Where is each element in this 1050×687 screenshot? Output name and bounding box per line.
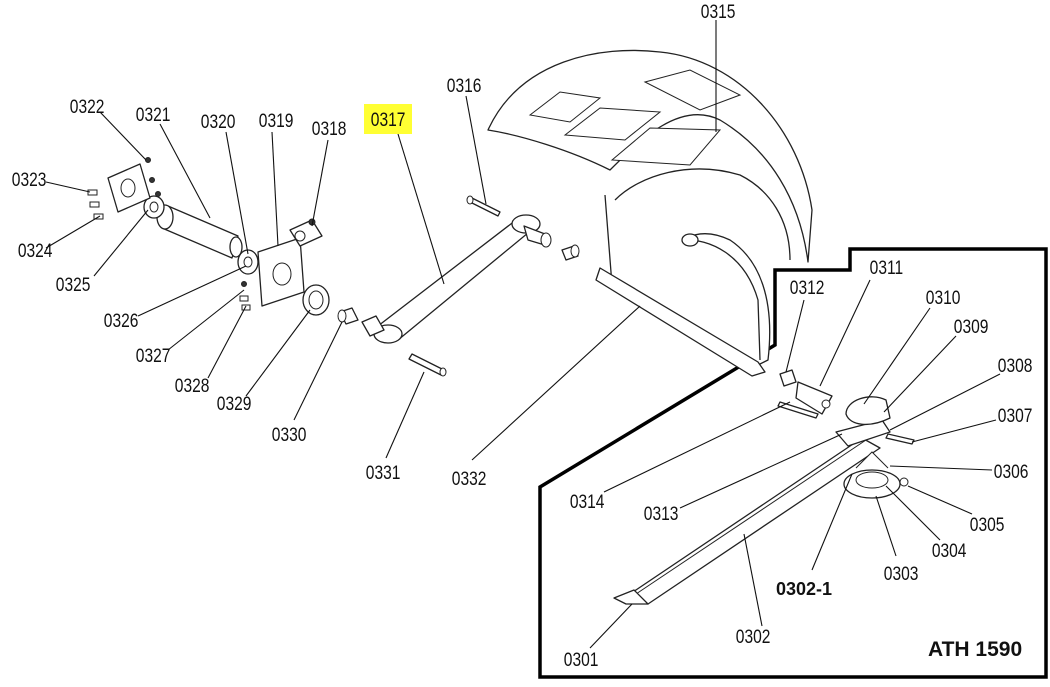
callout-0310: 0310	[926, 287, 961, 309]
callout-0327: 0327	[136, 345, 171, 367]
hood-guard-0315	[487, 49, 813, 377]
pin-0316	[466, 195, 501, 217]
callout-0312: 0312	[790, 277, 825, 299]
callout-0317: 0317	[371, 109, 406, 131]
callout-0331: 0331	[366, 462, 401, 484]
callout-0321: 0321	[136, 104, 171, 126]
callout-0302: 0302	[736, 626, 771, 648]
pin-0313	[777, 401, 819, 419]
callout-0324: 0324	[18, 240, 53, 262]
cylinder-0321	[156, 204, 243, 259]
callout-0314: 0314	[570, 491, 605, 513]
callout-0302-1: 0302-1	[776, 579, 832, 599]
leader-lines	[45, 20, 1001, 649]
bushing-upper	[561, 244, 580, 261]
bracket-plate-0319	[257, 237, 305, 307]
pad-0303	[843, 451, 901, 499]
callout-0330: 0330	[272, 424, 307, 446]
seal-0329	[302, 284, 330, 316]
callout-0332: 0332	[452, 468, 487, 490]
callout-0322: 0322	[70, 96, 105, 118]
callout-0311: 0311	[870, 257, 903, 279]
callout-0329: 0329	[217, 393, 252, 415]
seal-0325	[143, 195, 165, 219]
highlight-0317	[364, 104, 412, 134]
bead-breaker-arm-0302	[613, 419, 891, 605]
callout-0304: 0304	[932, 540, 967, 562]
callout-0301: 0301	[564, 649, 599, 671]
callout-0305: 0305	[970, 514, 1005, 536]
callout-0326: 0326	[104, 310, 139, 332]
cap-0320	[237, 249, 259, 275]
nut-0305	[899, 477, 909, 487]
callout-labels: 0315 0316 0317 0318 0319 0320 0321 0322 …	[12, 1, 1033, 671]
callout-0309: 0309	[954, 316, 989, 338]
inset-frame	[538, 247, 1048, 679]
handle-0310	[845, 396, 891, 425]
bolt-0307	[885, 433, 915, 445]
flange-0322	[107, 163, 151, 213]
callout-0319: 0319	[259, 110, 294, 132]
lever-arm-0317	[361, 214, 552, 344]
callout-0325: 0325	[56, 274, 91, 296]
callout-0315: 0315	[701, 1, 736, 23]
valve-0318	[289, 218, 323, 247]
bushing-0330	[337, 307, 359, 325]
pin-0331	[408, 353, 447, 377]
model-label: ATH 1590	[928, 638, 1022, 661]
link-0312	[779, 369, 833, 415]
callout-0318: 0318	[312, 118, 347, 140]
callout-0323: 0323	[12, 169, 47, 191]
callout-0307: 0307	[998, 405, 1033, 427]
callout-0328: 0328	[175, 375, 210, 397]
callout-0320: 0320	[201, 111, 236, 133]
callout-0306: 0306	[994, 461, 1029, 483]
callout-0308: 0308	[998, 355, 1033, 377]
callout-0303: 0303	[884, 563, 919, 585]
callout-0313: 0313	[644, 503, 679, 525]
callout-0316: 0316	[447, 75, 482, 97]
